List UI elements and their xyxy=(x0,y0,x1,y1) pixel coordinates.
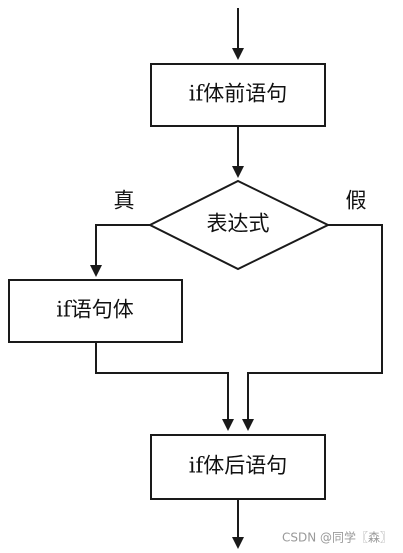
if-body-to-post-arrow xyxy=(95,342,234,431)
watermark-label: CSDN @同学〖森〗 xyxy=(282,530,392,545)
pre-statement-label: if体前语句 xyxy=(189,82,288,106)
true-branch-label: 真 xyxy=(114,189,135,213)
post-statement-box xyxy=(150,434,326,500)
true-branch-arrow xyxy=(90,224,150,277)
false-branch-label: 假 xyxy=(346,189,367,213)
post-statement-label: if体后语句 xyxy=(189,454,288,478)
condition-label: 表达式 xyxy=(207,212,270,236)
false-branch-line xyxy=(242,224,383,431)
condition-diamond xyxy=(147,179,331,271)
if-body-label: if语句体 xyxy=(56,298,134,322)
